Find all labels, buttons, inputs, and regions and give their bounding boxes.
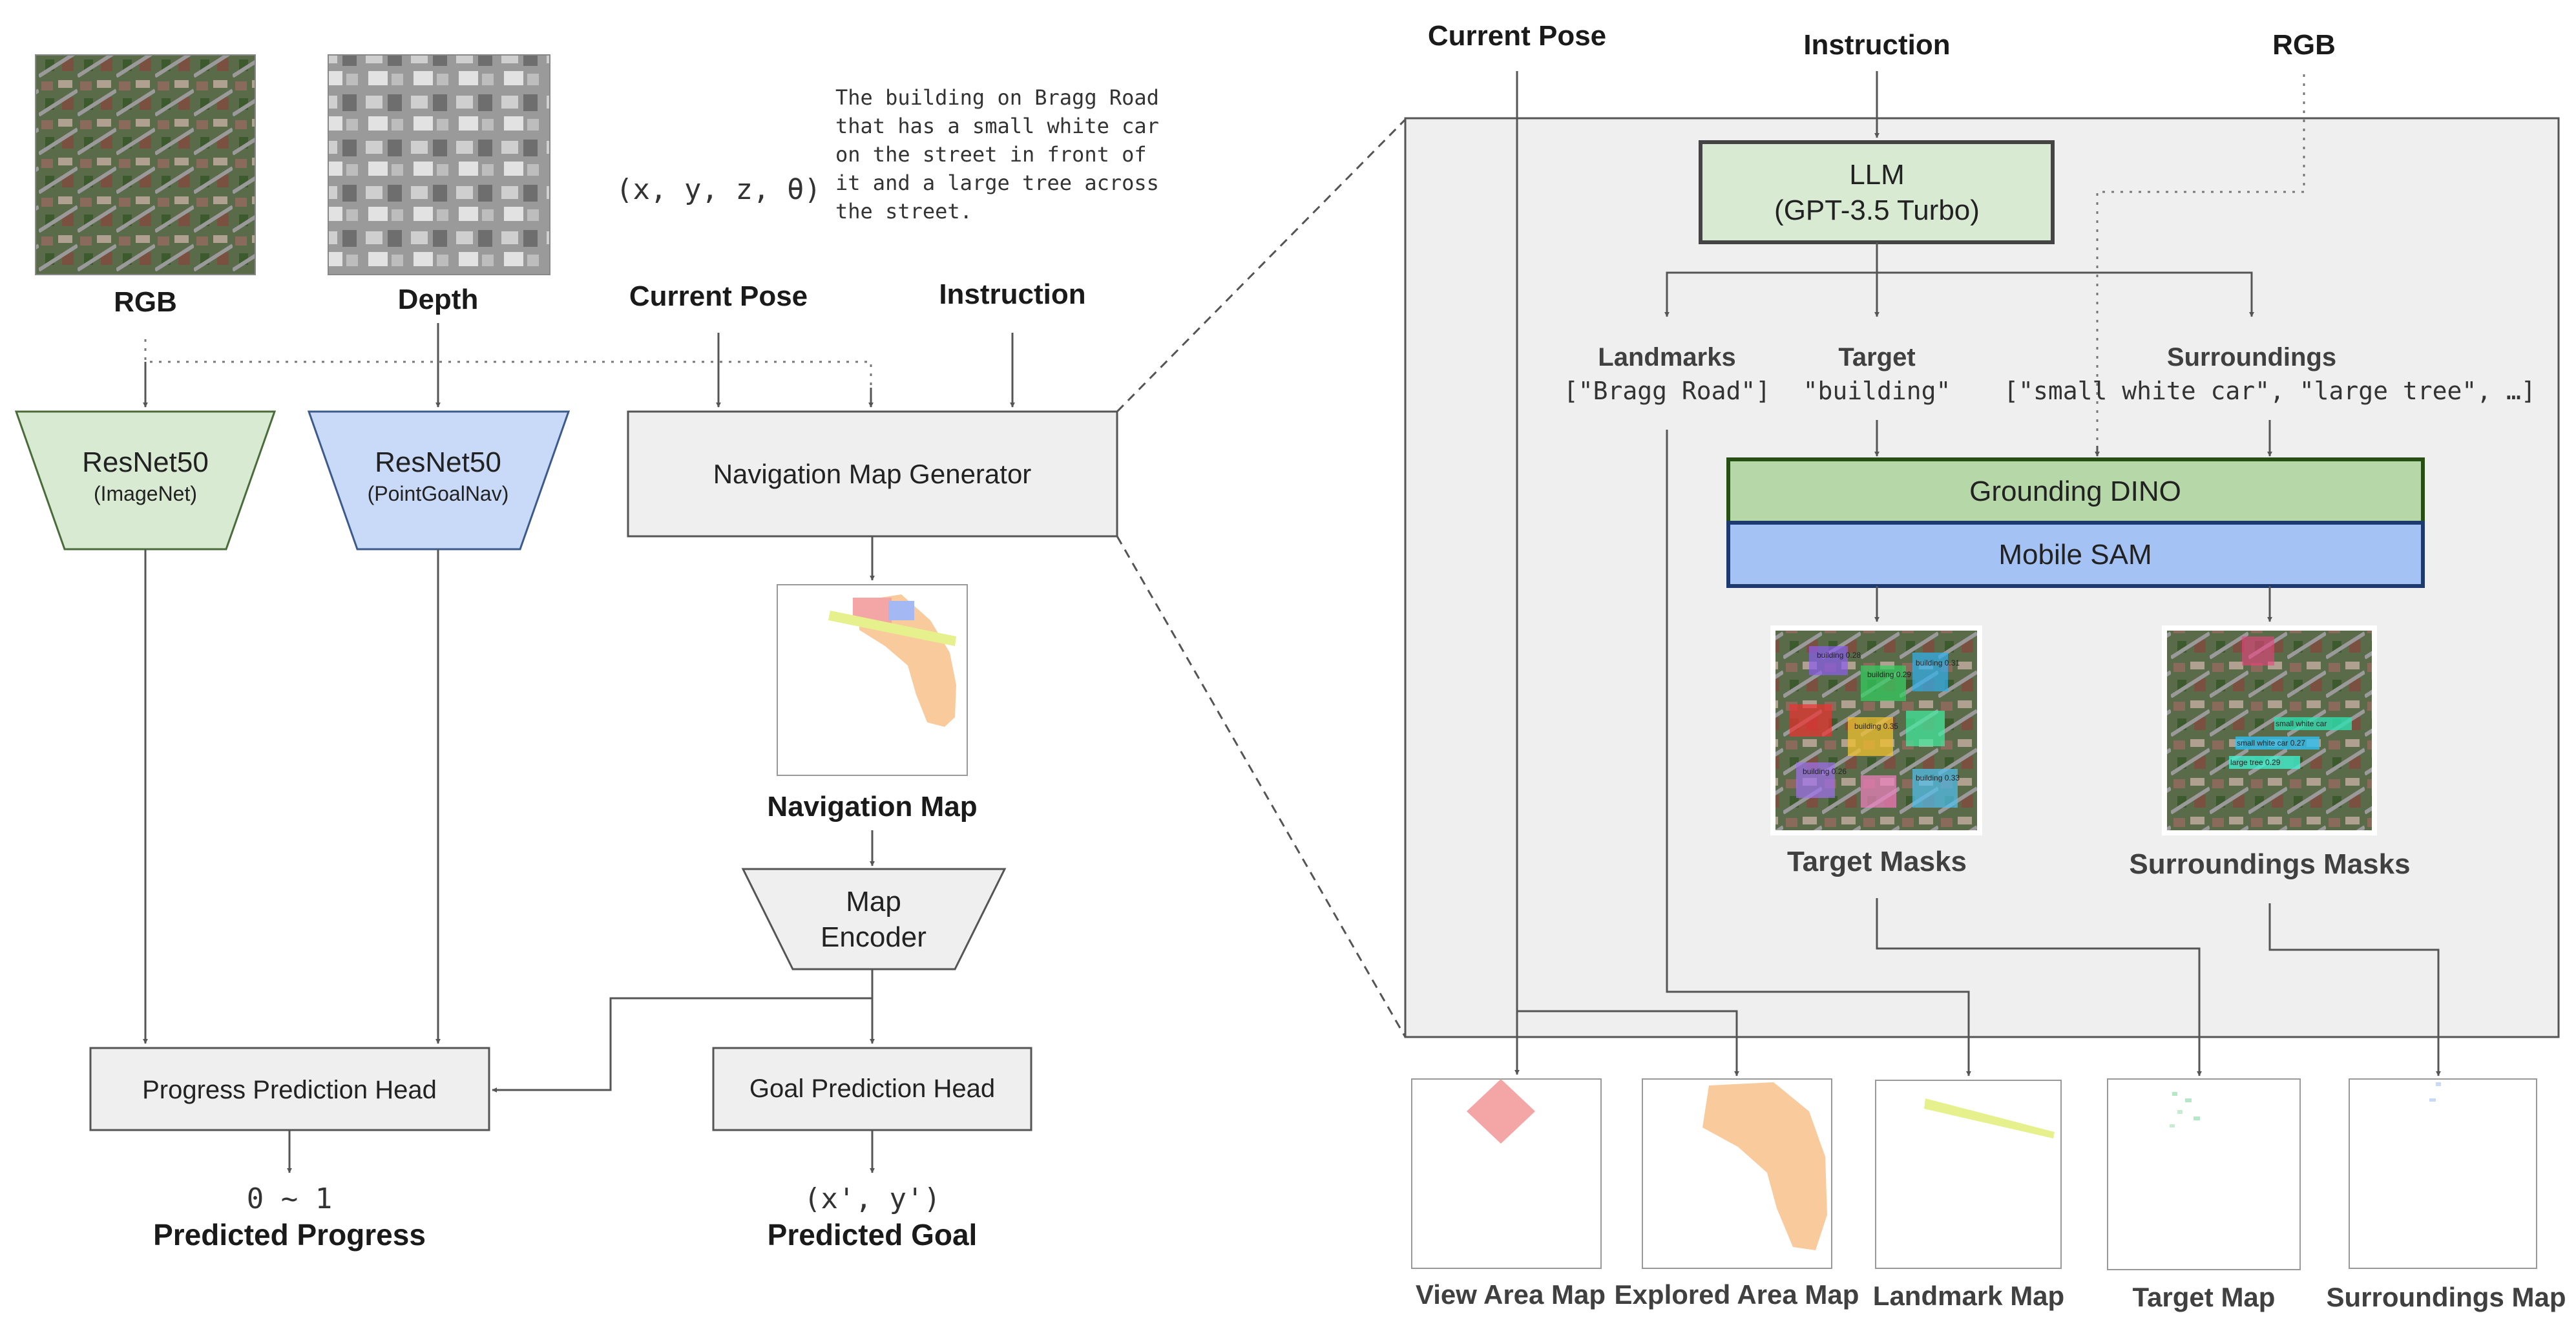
landmark-map <box>1875 1080 2062 1269</box>
view-area-map <box>1411 1078 1602 1269</box>
map-encoder-block: Map Encoder <box>741 868 1007 970</box>
landmarks-label: Landmarks <box>1598 343 1735 372</box>
resnet-pointgoalnav-block: ResNet50 (PointGoalNav) <box>307 410 571 550</box>
llm-subtitle: (GPT-3.5 Turbo) <box>1774 194 1980 226</box>
encoder-to-progresshead-arrow <box>492 997 872 1093</box>
resnet-pointgoalnav-sub: (PointGoalNav) <box>368 482 509 505</box>
mask-tag: building 0.26 <box>1803 767 1847 776</box>
zoom-connector-bottom <box>1116 536 1407 1038</box>
targetmasks-to-targetmap-arrow <box>1876 898 2202 1076</box>
resnet-pointgoalnav-title: ResNet50 <box>375 446 501 478</box>
depth-input-image <box>328 54 550 275</box>
progress-value: 0 ~ 1 <box>247 1182 332 1215</box>
llm-box: LLM (GPT-3.5 Turbo) <box>1699 140 2055 244</box>
mask-tag: building 0.29 <box>1867 670 1911 679</box>
rgb-input-image <box>35 54 256 275</box>
map-encoder-line2: Encoder <box>821 921 927 953</box>
mask-tag: building 0.28 <box>1817 651 1861 660</box>
resnet-imagenet-block: ResNet50 (ImageNet) <box>14 410 277 550</box>
surroundings-label: Surroundings <box>2167 343 2336 372</box>
target-label: Target <box>1838 343 1915 372</box>
mobile-sam-label: Mobile SAM <box>1998 539 2152 571</box>
mask-tag: building 0.31 <box>1916 658 1960 667</box>
mask-tag: small white car 0.27 <box>2237 739 2305 748</box>
grounding-dino-box: Grounding DINO <box>1726 457 2425 525</box>
depth-label: Depth <box>398 284 479 315</box>
zoom-connector-top <box>1116 118 1407 413</box>
llm-title: LLM <box>1849 159 1905 191</box>
goal-prediction-head-box: Goal Prediction Head <box>712 1047 1032 1131</box>
navigation-map-generator-box: Navigation Map Generator <box>627 410 1118 538</box>
landmark-map-label: Landmark Map <box>1873 1281 2064 1311</box>
instruction-line: on the street in front of <box>835 142 1147 167</box>
explored-area-map <box>1642 1078 1832 1269</box>
map-encoder-line1: Map <box>846 886 901 917</box>
target-map <box>2107 1078 2301 1270</box>
surroundings-masks-image: small white car small white car 0.27 lar… <box>2162 625 2377 835</box>
target-value: "building" <box>1803 377 1951 405</box>
goal-prediction-head-label: Goal Prediction Head <box>749 1074 995 1103</box>
rgb-to-grounding-dotted <box>2096 74 2305 452</box>
right-rgb-label: RGB <box>2272 29 2336 61</box>
resnet-imagenet-title: ResNet50 <box>82 446 209 478</box>
pose-value: (x, y, z, θ) <box>616 173 821 206</box>
landmarks-to-landmarkmap-arrow <box>1666 430 1971 1076</box>
target-masks-image: building 0.28 building 0.29 building 0.3… <box>1770 625 1982 835</box>
instruction-line: The building on Bragg Road <box>835 85 1159 110</box>
surroundings-masks-label: Surroundings Masks <box>2129 848 2410 880</box>
target-map-label: Target Map <box>2133 1282 2276 1312</box>
pose-label: Current Pose <box>629 280 808 312</box>
navigation-map-label: Navigation Map <box>767 791 977 823</box>
instruction-text: The building on Bragg Road that has a sm… <box>835 85 1159 224</box>
landmarks-value: ["Bragg Road"] <box>1564 377 1770 405</box>
mask-tag: building 0.35 <box>1854 722 1898 731</box>
surroundings-map-label: Surroundings Map <box>2327 1282 2566 1312</box>
target-masks-label: Target Masks <box>1787 846 1967 877</box>
instruction-line: the street. <box>835 199 972 224</box>
grounding-dino-label: Grounding DINO <box>1969 476 2181 507</box>
view-area-map-label: View Area Map <box>1416 1279 1606 1310</box>
mask-tag: building 0.33 <box>1916 773 1960 782</box>
goal-value: (x', y') <box>804 1182 941 1215</box>
progress-prediction-head-box: Progress Prediction Head <box>89 1047 490 1131</box>
predicted-progress-label: Predicted Progress <box>153 1218 426 1252</box>
surrmasks-to-surrmap-arrow <box>2268 903 2441 1076</box>
explored-area-map-label: Explored Area Map <box>1615 1279 1859 1310</box>
progress-prediction-head-label: Progress Prediction Head <box>142 1076 437 1104</box>
navigation-map-generator-label: Navigation Map Generator <box>713 459 1032 489</box>
rgb-dotted-connector <box>144 339 872 404</box>
llm-branch-line <box>1666 271 2253 317</box>
surroundings-map <box>2349 1078 2537 1269</box>
rgb-label: RGB <box>114 286 177 318</box>
navigation-map-image <box>777 584 968 776</box>
right-instruction-label: Instruction <box>1803 29 1950 61</box>
mobile-sam-box: Mobile SAM <box>1726 521 2425 588</box>
right-pose-label: Current Pose <box>1428 20 1606 52</box>
resnet-imagenet-sub: (ImageNet) <box>94 482 197 505</box>
instruction-line: that has a small white car <box>835 114 1159 138</box>
predicted-goal-label: Predicted Goal <box>768 1218 978 1252</box>
surroundings-value: ["small white car", "large tree", …] <box>2004 377 2536 405</box>
mask-tag: small white car <box>2276 719 2327 728</box>
instruction-label: Instruction <box>939 278 1085 310</box>
instruction-line: it and a large tree across <box>835 171 1159 195</box>
mask-tag: large tree 0.29 <box>2230 758 2281 767</box>
pose-to-exploredmap-arrow <box>1517 1010 1739 1076</box>
